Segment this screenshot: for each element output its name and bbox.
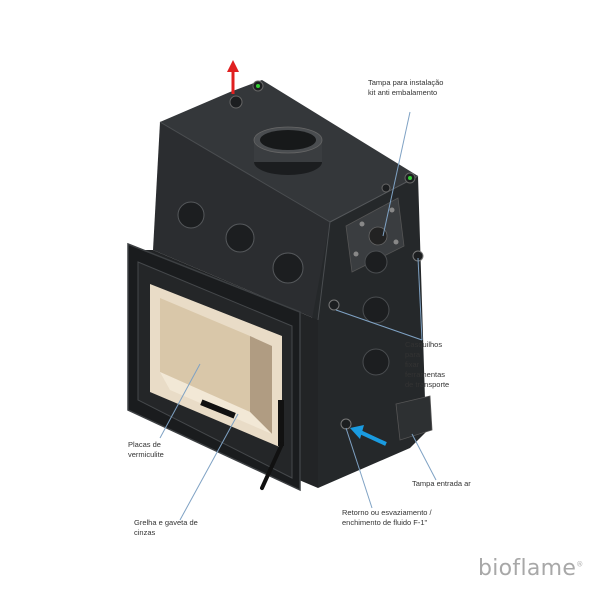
ash-drawer: [200, 399, 236, 419]
label-retorno: Retorno ou esvaziamento / enchimento de …: [342, 508, 432, 528]
label-tampa-instalacao-line2: kit anti embalamento: [368, 88, 438, 97]
leader-tampa-entrada: [411, 433, 437, 481]
door-handle: [278, 400, 284, 446]
leader-placas: [159, 363, 201, 439]
ash-lever: [260, 442, 284, 490]
leader-casquilhos-left: [335, 309, 423, 341]
leader-grelha: [179, 413, 239, 521]
label-placas: Placas de vermiculite: [128, 440, 164, 460]
label-casquilhos-line1: Casquilhos: [405, 340, 443, 349]
vermiculite-side: [250, 336, 272, 434]
label-tampa-entrada: Tampa entrada ar: [412, 479, 471, 489]
label-grelha-line2: cinzas: [134, 528, 156, 537]
return-fitting: [340, 418, 352, 430]
label-casquilhos-word-fixar: fixar: [405, 360, 420, 369]
label-placas-line1: Placas de: [128, 440, 161, 449]
leader-casquilhos-right: [417, 257, 423, 341]
label-placas-line2: vermiculite: [128, 450, 164, 459]
label-casquilhos: Casquilhos para fixar ferramentas de tra…: [405, 340, 473, 390]
label-tampa-instalacao-line1: Tampa para instalação: [368, 78, 444, 87]
bioflame-logo: bioflame®: [478, 556, 584, 581]
label-retorno-line1: Retorno ou esvaziamento /: [342, 508, 432, 517]
label-retorno-line2: enchimento de fluido F-1": [342, 518, 428, 527]
front-ports: [177, 201, 304, 284]
vermiculite-floor: [160, 372, 272, 434]
arrow-up-red: [227, 60, 239, 94]
label-casquilhos-line3: ferramentas: [405, 370, 446, 379]
leader-lines: [159, 111, 437, 521]
label-tampa-entrada-line1: Tampa entrada ar: [412, 479, 471, 488]
fireplace-insert: [127, 80, 433, 492]
label-grelha: Grelha e gaveta de cinzas: [134, 518, 198, 538]
registered-mark: ®: [576, 560, 584, 569]
fitting-top-right-2: [381, 183, 391, 193]
label-casquilhos-line2: para fixar: [405, 350, 473, 370]
side-ports: [362, 250, 390, 376]
air-inlet-box: [395, 395, 433, 441]
bioflame-logo-text: bioflame: [478, 556, 577, 581]
leader-retorno: [345, 427, 373, 509]
label-tampa-instalacao: Tampa para instalação kit anti embalamen…: [368, 78, 443, 98]
arrow-in-blue: [350, 425, 387, 446]
vermiculite-back: [160, 298, 250, 412]
leader-tampa-instalacao: [382, 111, 411, 237]
fitting-top-left: [229, 95, 243, 109]
bushing-left: [328, 299, 340, 311]
label-casquilhos-word-para: para: [405, 350, 421, 359]
label-grelha-line1: Grelha e gaveta de: [134, 518, 198, 527]
label-casquilhos-line4: de transporte: [405, 380, 450, 389]
